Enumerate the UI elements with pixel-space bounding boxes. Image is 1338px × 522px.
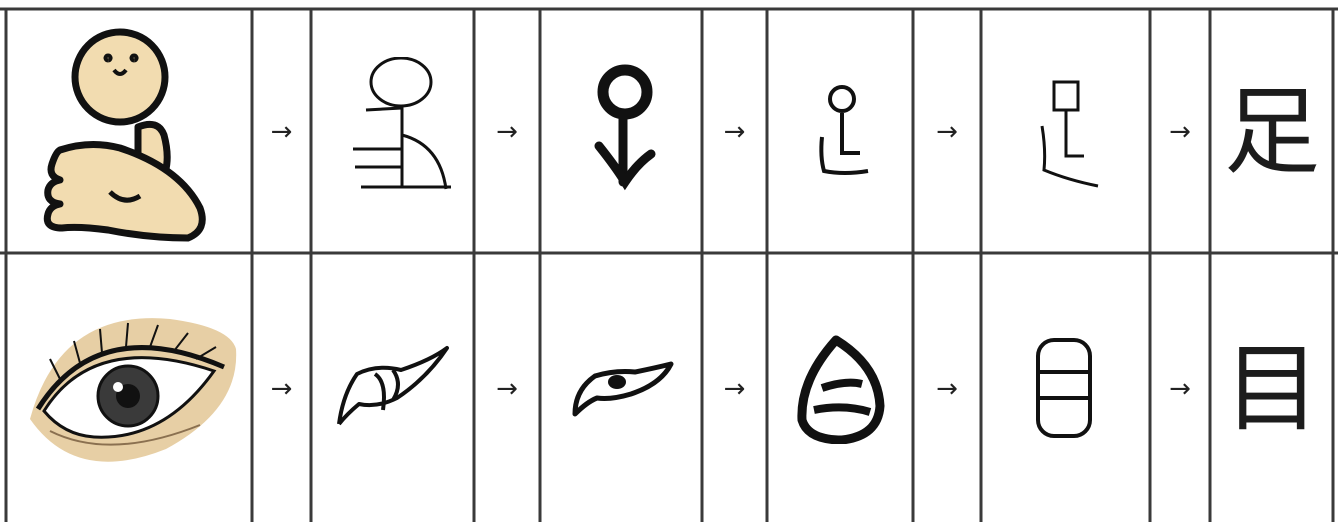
arrow-1: → [253, 11, 310, 252]
row-foot-clerical [983, 11, 1149, 252]
arrow-7: → [475, 255, 539, 522]
row-foot-oracle [313, 11, 473, 252]
eye-seal-glyph-icon [796, 334, 886, 444]
row-eye-bronze [542, 255, 701, 522]
arrow-6: → [253, 255, 310, 522]
arrow-8: → [703, 255, 766, 522]
row-foot-seal [769, 11, 912, 252]
person-foot-drawing-icon [30, 22, 230, 242]
arrow-2: → [475, 11, 539, 252]
arrow-3: → [703, 11, 766, 252]
eye-bronze-glyph-icon [567, 354, 677, 424]
arrow-5: → [1151, 11, 1209, 252]
row-foot-pictograph [8, 11, 251, 252]
realistic-eye-drawing-icon [20, 299, 240, 479]
row-eye-pictograph [8, 255, 251, 522]
foot-oracle-glyph-icon [333, 57, 453, 207]
row-eye-oracle [313, 255, 473, 522]
eye-oracle-glyph-icon [333, 344, 453, 434]
row-foot-bronze [542, 11, 701, 252]
eye-clerical-glyph-icon [1026, 334, 1106, 444]
row-eye-seal [769, 255, 912, 522]
arrow-10: → [1151, 255, 1209, 522]
foot-bronze-glyph-icon [577, 62, 667, 202]
modern-character-foot: 足 [1212, 11, 1332, 252]
arrow-9: → [914, 255, 980, 522]
row-eye-clerical [983, 255, 1149, 522]
foot-seal-glyph-icon [806, 77, 876, 187]
foot-clerical-glyph-icon [1026, 72, 1106, 192]
arrow-4: → [914, 11, 980, 252]
modern-character-eye: 目 [1212, 255, 1332, 522]
